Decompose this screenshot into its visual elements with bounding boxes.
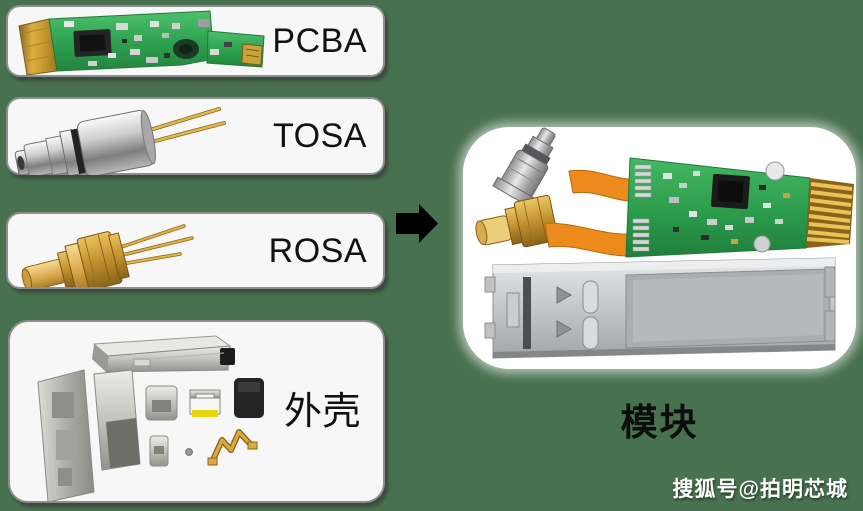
shell-label: 外壳 <box>283 390 361 433</box>
pcba-label: PCBA <box>272 22 367 60</box>
component-box-shell: 外壳 <box>8 320 385 503</box>
tosa-photo <box>14 107 226 175</box>
watermark-text: 搜狐号@拍明芯城 <box>672 478 848 501</box>
pcba-photo <box>18 10 265 75</box>
rosa-label: ROSA <box>268 231 367 270</box>
shell-parts-photo <box>37 335 264 502</box>
component-box-tosa: TOSA <box>6 97 385 175</box>
component-box-pcba: PCBA <box>6 5 385 77</box>
component-box-rosa: ROSA <box>6 212 385 289</box>
module-photo <box>475 127 854 359</box>
module-label: 模块 <box>620 402 699 443</box>
module-panel <box>463 127 856 369</box>
rosa-photo <box>21 224 194 287</box>
tosa-label: TOSA <box>273 117 367 155</box>
assembly-flow-arrow <box>396 204 438 244</box>
right-arrow-icon <box>396 204 438 243</box>
